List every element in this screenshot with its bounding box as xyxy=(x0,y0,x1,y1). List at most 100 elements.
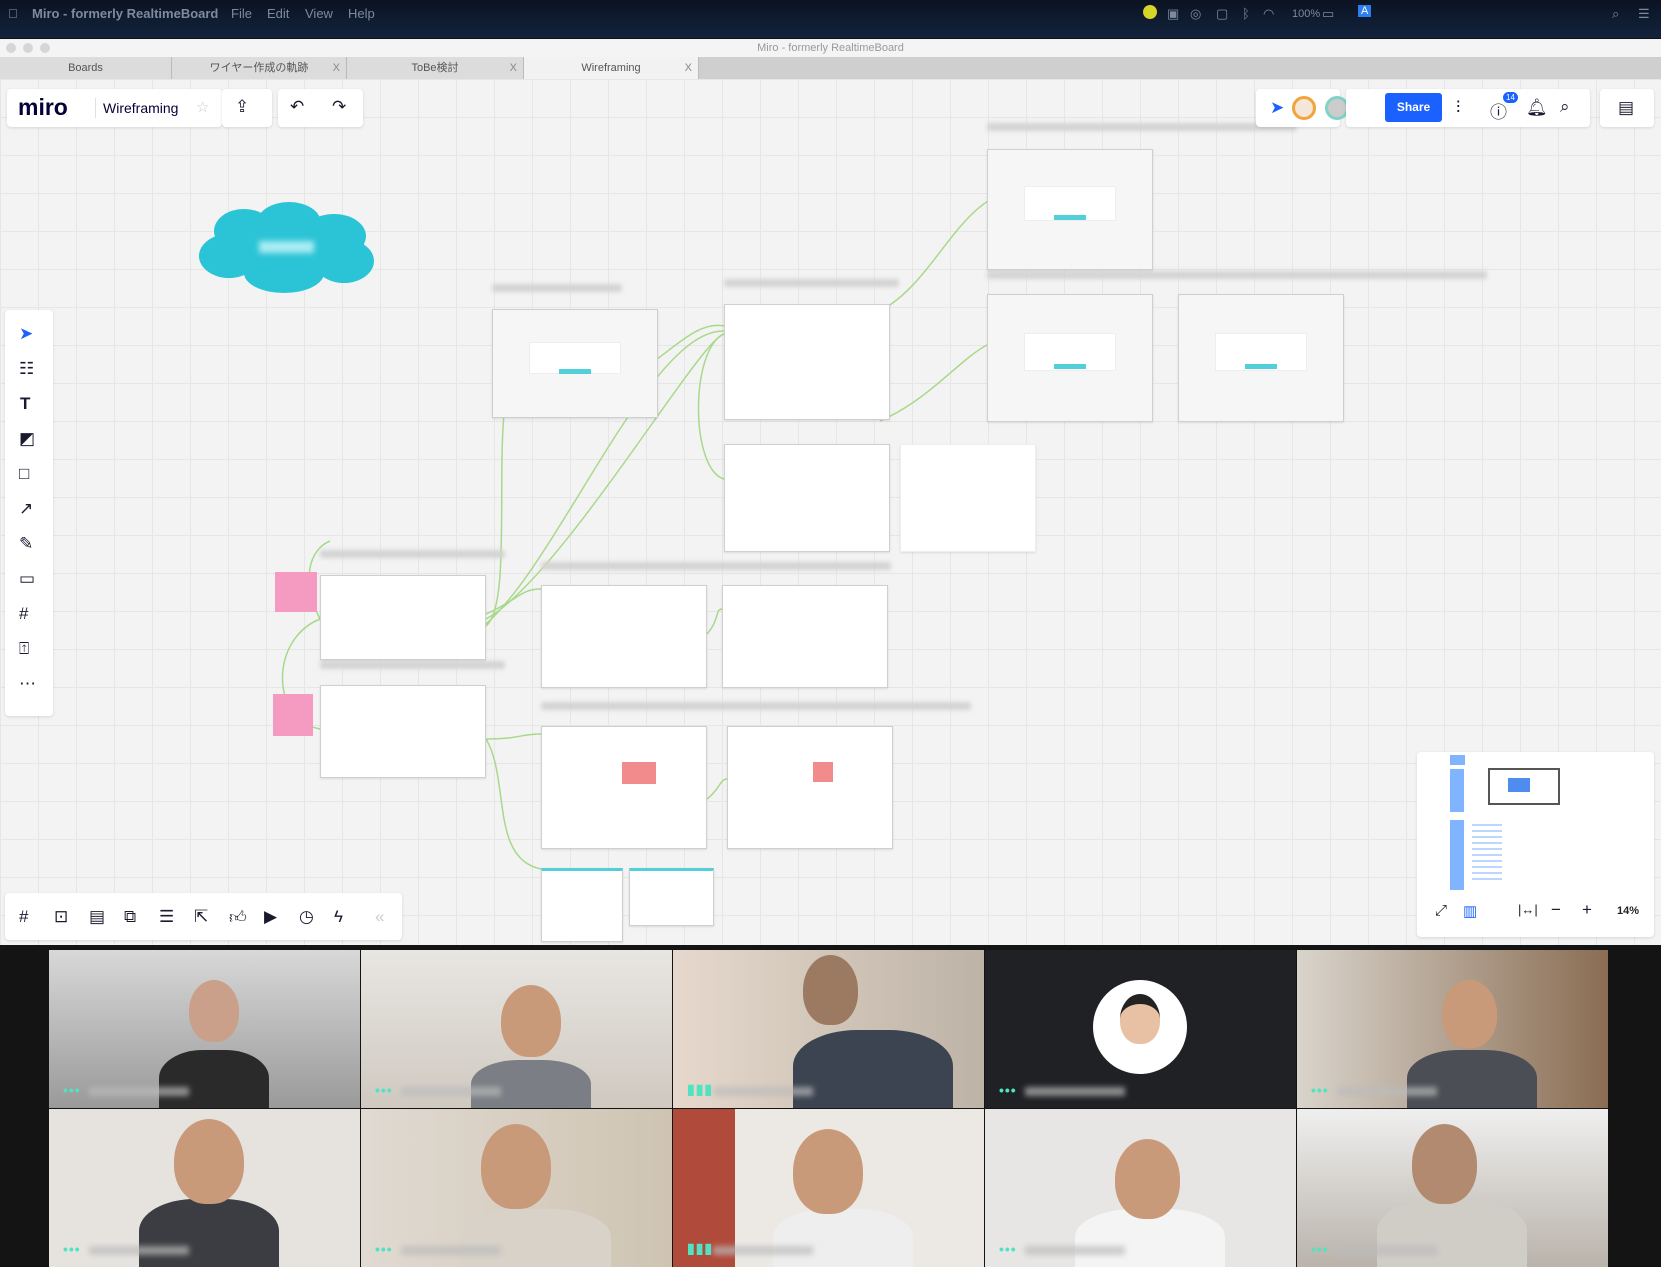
video-tile[interactable]: ••• xyxy=(1297,1109,1608,1267)
chat-icon[interactable]: ⧉ xyxy=(124,907,137,926)
board-canvas[interactable]: miro Wireframing ☆ ⇪ ↶ ↷ ➤ Share ⫶ ⓘ 14 … xyxy=(0,79,1661,945)
video-tile[interactable]: ▮▮▮ xyxy=(673,950,984,1108)
wireframe-frame[interactable] xyxy=(541,585,707,688)
wireframe-frame[interactable] xyxy=(541,726,707,849)
participant-menu-icon[interactable]: ••• xyxy=(999,1082,1017,1098)
lightning-icon[interactable]: ϟ xyxy=(334,907,343,926)
zoom-window-button[interactable] xyxy=(40,43,50,53)
avatar[interactable] xyxy=(1292,96,1316,120)
participant-menu-icon[interactable]: ••• xyxy=(999,1241,1017,1257)
video-tile[interactable]: ••• xyxy=(361,950,672,1108)
close-tab-icon[interactable]: X xyxy=(509,62,517,74)
apple-icon[interactable]:  xyxy=(8,6,18,21)
input-source-icon[interactable]: A xyxy=(1358,5,1372,17)
wireframe-frame[interactable] xyxy=(629,868,714,926)
minimize-window-button[interactable] xyxy=(23,43,33,53)
wireframe-frame[interactable] xyxy=(724,304,890,420)
wireframe-frame[interactable] xyxy=(1178,294,1344,422)
fit-to-screen-icon[interactable]: |↔| xyxy=(1518,902,1538,917)
tab-boards[interactable]: Boards xyxy=(0,57,172,79)
help-icon[interactable]: ⓘ xyxy=(1490,103,1507,122)
participant-menu-icon[interactable]: ••• xyxy=(375,1241,393,1257)
bluetooth-icon[interactable]: ᛒ xyxy=(1242,6,1250,21)
templates-icon[interactable]: ☷ xyxy=(19,359,35,378)
minimap-viewport[interactable] xyxy=(1488,768,1560,805)
close-tab-icon[interactable]: X xyxy=(332,62,340,74)
select-tool-icon[interactable]: ➤ xyxy=(19,324,34,343)
video-tile[interactable]: ••• xyxy=(985,950,1296,1108)
video-tile[interactable]: ••• xyxy=(49,950,360,1108)
text-tool-icon[interactable]: T xyxy=(20,394,31,413)
close-tab-icon[interactable]: X xyxy=(684,62,692,74)
status-icon[interactable]: ▣ xyxy=(1167,6,1180,21)
fullscreen-icon[interactable]: ⤢ xyxy=(1435,902,1448,919)
board-name[interactable]: Wireframing xyxy=(103,100,179,116)
zoom-out-icon[interactable]: − xyxy=(1551,900,1561,919)
comments-icon[interactable]: ▤ xyxy=(89,907,106,926)
frames-icon[interactable]: # xyxy=(19,907,29,926)
wireframe-frame[interactable] xyxy=(492,309,658,418)
screen-share-icon[interactable]: ⇱ xyxy=(194,907,209,926)
display-icon[interactable]: ▢ xyxy=(1216,6,1229,21)
sticky-note[interactable] xyxy=(275,572,317,612)
wireframe-frame[interactable] xyxy=(541,868,623,942)
map-icon[interactable]: ▥ xyxy=(1463,903,1478,920)
notification-center-icon[interactable]: ☰ xyxy=(1638,6,1650,21)
participant-menu-icon[interactable]: ••• xyxy=(375,1082,393,1098)
presentation-icon[interactable]: ⊡ xyxy=(54,907,69,926)
status-app-icon[interactable] xyxy=(1143,5,1157,19)
redo-icon[interactable]: ↷ xyxy=(332,97,347,116)
wireframe-frame[interactable] xyxy=(722,585,888,688)
shape-tool-icon[interactable]: □ xyxy=(19,464,30,483)
wireframe-frame[interactable] xyxy=(987,149,1153,270)
search-icon[interactable]: ⌕ xyxy=(1560,97,1570,116)
wireframe-frame[interactable] xyxy=(987,294,1153,422)
battery-icon[interactable]: ▭ xyxy=(1322,6,1335,21)
timer-icon[interactable]: ◷ xyxy=(299,907,314,926)
pen-tool-icon[interactable]: ✎ xyxy=(19,534,34,553)
cursor-filter-icon[interactable]: ➤ xyxy=(1270,98,1285,117)
collapse-icon[interactable]: « xyxy=(375,907,385,926)
video-tile[interactable]: ▮▮▮ xyxy=(673,1109,984,1267)
menu-file[interactable]: File xyxy=(231,6,252,21)
close-window-button[interactable] xyxy=(6,43,16,53)
cards-icon[interactable]: ☰ xyxy=(159,907,175,926)
notes-list-icon[interactable]: ▤ xyxy=(1618,98,1635,117)
menu-edit[interactable]: Edit xyxy=(267,6,290,21)
bell-icon[interactable]: 🔔︎ xyxy=(1526,98,1548,117)
spotlight-icon[interactable]: ⌕ xyxy=(1612,6,1620,21)
star-icon[interactable]: ☆ xyxy=(196,99,210,116)
wireframe-frame[interactable] xyxy=(900,444,1036,552)
settings-sliders-icon[interactable]: ⫶ xyxy=(1456,98,1461,117)
menu-app-name[interactable]: Miro - formerly RealtimeBoard xyxy=(32,6,219,21)
video-tile[interactable]: ••• xyxy=(361,1109,672,1267)
sticky-note[interactable] xyxy=(273,694,313,736)
wireframe-frame[interactable] xyxy=(320,685,486,778)
zoom-level[interactable]: 14% xyxy=(1617,905,1640,917)
wifi-icon[interactable]: ◠ xyxy=(1263,6,1275,21)
wireframe-frame[interactable] xyxy=(320,575,486,660)
arrow-tool-icon[interactable]: ↗ xyxy=(19,499,34,518)
upload-tool-icon[interactable]: ⍐ xyxy=(19,639,30,658)
more-tools-icon[interactable]: ⋯ xyxy=(19,674,36,693)
video-icon[interactable]: ▶ xyxy=(264,907,278,926)
video-tile[interactable]: ••• xyxy=(49,1109,360,1267)
wireframe-frame[interactable] xyxy=(727,726,893,849)
video-tile[interactable]: ••• xyxy=(985,1109,1296,1267)
menu-view[interactable]: View xyxy=(305,6,333,21)
vote-icon[interactable]: 👍︎ xyxy=(229,908,247,927)
miro-logo[interactable]: miro xyxy=(18,94,68,120)
video-tile[interactable]: ••• xyxy=(1297,950,1608,1108)
menu-help[interactable]: Help xyxy=(348,6,375,21)
participant-menu-icon[interactable]: ••• xyxy=(1311,1082,1329,1098)
comment-tool-icon[interactable]: ▭ xyxy=(19,569,36,588)
creative-cloud-icon[interactable]: ◎ xyxy=(1190,6,1202,21)
upload-icon[interactable]: ⇪ xyxy=(235,97,250,116)
share-button[interactable]: Share xyxy=(1385,93,1442,122)
participant-menu-icon[interactable]: ••• xyxy=(63,1241,81,1257)
participant-menu-icon[interactable]: ••• xyxy=(63,1082,81,1098)
zoom-in-icon[interactable]: + xyxy=(1582,900,1592,919)
participant-menu-icon[interactable]: ••• xyxy=(1311,1241,1329,1257)
